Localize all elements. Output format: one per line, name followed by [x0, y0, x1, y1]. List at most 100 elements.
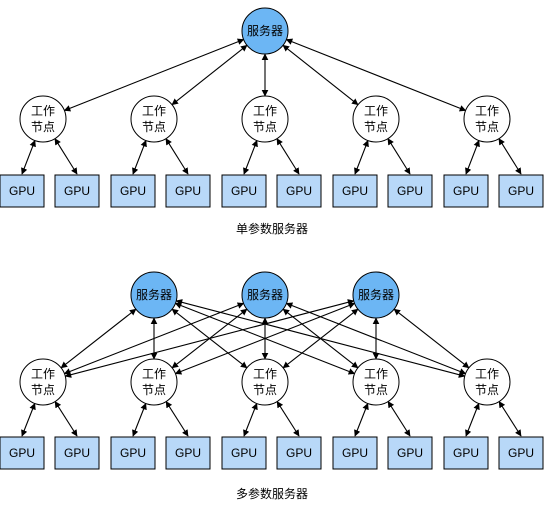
- worker-label-line2: 节点: [364, 120, 388, 134]
- gpu-rect: [165, 436, 211, 470]
- gpu-rect: [0, 174, 45, 208]
- worker-circle: [19, 358, 67, 406]
- gpu-label: GPU: [64, 446, 90, 460]
- server-label: 服务器: [247, 23, 283, 38]
- gpu-rect: [498, 436, 544, 470]
- worker-circle: [130, 358, 178, 406]
- edge-worker-gpu: [354, 402, 369, 437]
- gpu-rect: [54, 174, 100, 208]
- worker-label-line1: 工作: [475, 104, 499, 118]
- gpu-box: GPU: [276, 174, 322, 208]
- worker-circle: [130, 95, 178, 143]
- server-node: 服务器: [241, 271, 289, 319]
- gpu-box: GPU: [387, 174, 433, 208]
- gpu-box: GPU: [110, 436, 156, 470]
- edge-worker-gpu: [132, 139, 147, 175]
- gpu-label: GPU: [9, 446, 35, 460]
- edges-layer: [21, 38, 522, 437]
- gpu-label: GPU: [231, 184, 257, 198]
- edge-worker-gpu: [243, 139, 258, 175]
- gpu-label: GPU: [508, 446, 534, 460]
- edge-worker-gpu: [387, 401, 411, 437]
- server-circle: [241, 271, 289, 319]
- gpu-label: GPU: [120, 446, 146, 460]
- worker-label-line2: 节点: [142, 120, 166, 134]
- server-label: 服务器: [358, 287, 394, 302]
- edge-worker-gpu: [54, 138, 78, 175]
- gpu-label: GPU: [231, 446, 257, 460]
- gpu-label: GPU: [286, 184, 312, 198]
- gpu-box: GPU: [387, 436, 433, 470]
- gpu-box: GPU: [332, 436, 378, 470]
- server-node: 服务器: [241, 7, 289, 55]
- server-circle: [130, 271, 178, 319]
- gpu-label: GPU: [508, 184, 534, 198]
- edge-worker-gpu: [132, 402, 147, 437]
- worker-label-line2: 节点: [31, 383, 55, 397]
- edge-worker-gpu: [387, 138, 411, 175]
- gpu-rect: [165, 174, 211, 208]
- gpu-rect: [332, 436, 378, 470]
- gpu-box: GPU: [221, 436, 267, 470]
- worker-label-line2: 节点: [253, 120, 277, 134]
- worker-label-line1: 工作: [364, 367, 388, 381]
- gpu-box: GPU: [0, 174, 45, 208]
- gpu-rect: [110, 174, 156, 208]
- gpu-rect: [498, 174, 544, 208]
- edge-server-3-worker-3: [282, 308, 359, 369]
- gpu-box: GPU: [0, 436, 45, 470]
- gpu-label: GPU: [64, 184, 90, 198]
- worker-label-line2: 节点: [364, 383, 388, 397]
- edge-worker-gpu: [165, 401, 189, 437]
- gpu-rect: [276, 436, 322, 470]
- gpu-rect: [221, 174, 267, 208]
- edge-server-3-worker-5: [393, 308, 470, 369]
- edge-worker-gpu: [21, 139, 36, 175]
- gpu-rect: [387, 436, 433, 470]
- worker-label-line1: 工作: [142, 367, 166, 381]
- worker-label-line1: 工作: [364, 104, 388, 118]
- server-circle: [352, 271, 400, 319]
- worker-label-line2: 节点: [142, 383, 166, 397]
- gpu-rect: [221, 436, 267, 470]
- gpu-label: GPU: [397, 446, 423, 460]
- gpu-box: GPU: [498, 174, 544, 208]
- edge-worker-gpu: [21, 402, 36, 437]
- gpu-label: GPU: [120, 184, 146, 198]
- worker-label-line1: 工作: [31, 367, 55, 381]
- edge-worker-gpu: [498, 401, 522, 437]
- gpu-label: GPU: [9, 184, 35, 198]
- gpu-rect: [54, 436, 100, 470]
- edge-server-1-worker-1: [60, 308, 137, 369]
- gpu-box: GPU: [165, 436, 211, 470]
- edge-worker-gpu: [276, 138, 300, 175]
- worker-label-line2: 节点: [31, 120, 55, 134]
- gpu-box: GPU: [165, 174, 211, 208]
- gpu-label: GPU: [175, 184, 201, 198]
- gpu-box: GPU: [443, 174, 489, 208]
- edge-worker-gpu: [276, 401, 300, 437]
- gpu-label: GPU: [397, 184, 423, 198]
- worker-label-line1: 工作: [253, 367, 277, 381]
- gpu-rect: [332, 174, 378, 208]
- worker-label-line1: 工作: [142, 104, 166, 118]
- edge-worker-gpu: [165, 138, 189, 175]
- gpu-rect: [443, 174, 489, 208]
- worker-label-line1: 工作: [31, 104, 55, 118]
- gpu-box: GPU: [110, 174, 156, 208]
- gpu-box: GPU: [221, 174, 267, 208]
- server-circle: [241, 7, 289, 55]
- gpu-label: GPU: [453, 446, 479, 460]
- gpu-box: GPU: [54, 174, 100, 208]
